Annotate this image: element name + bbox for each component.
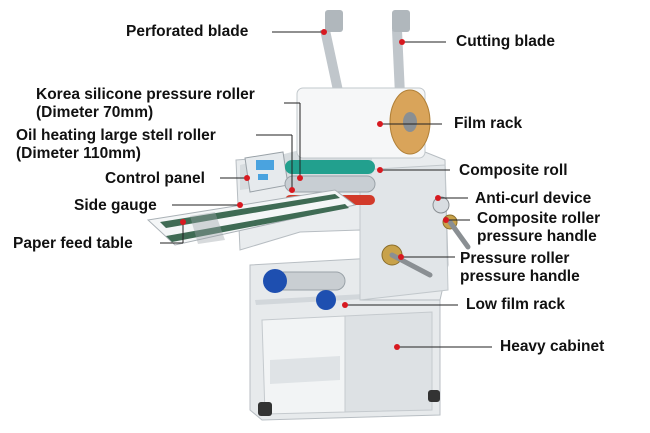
control-panel-graphic (244, 151, 289, 193)
label-film-rack: Film rack (454, 115, 523, 132)
label-korea-silicone-pressure-roller: Korea silicone pressure roller (Dimeter … (36, 86, 255, 122)
label-korea-roller-line-1: Korea silicone pressure roller (36, 86, 255, 103)
label-side-gauge: Side gauge (74, 197, 157, 214)
leader-lines (160, 31, 492, 348)
label-korea-roller-line-2: (Dimeter 70mm) (36, 104, 154, 121)
label-oil-roller-line-2: (Dimeter 110mm) (16, 145, 141, 162)
label-paper-feed-table: Paper feed table (13, 235, 133, 252)
pressure-handles-graphic (381, 196, 471, 278)
label-heavy-cabinet: Heavy cabinet (500, 338, 605, 355)
label-low-film-rack: Low film rack (466, 296, 566, 313)
label-composite-roll: Composite roll (459, 162, 568, 179)
paper-feed-table-graphic (146, 189, 357, 246)
label-pressure-handle-line-2: pressure handle (460, 268, 580, 285)
label-composite-roller-pressure-handle: Composite roller pressure handle (477, 210, 600, 246)
low-film-rack-graphic (263, 269, 346, 310)
label-control-panel: Control panel (105, 170, 205, 187)
label-composite-handle-line-2: pressure handle (477, 228, 597, 245)
label-anti-curl-device: Anti-curl device (475, 190, 592, 207)
label-oil-heating-large-steel-roller: Oil heating large stell roller (Dimeter … (16, 127, 216, 163)
marker-dots (180, 29, 449, 350)
label-composite-handle-line-1: Composite roller (477, 210, 601, 227)
label-perforated-blade: Perforated blade (126, 23, 249, 40)
label-pressure-handle-line-1: Pressure roller (460, 250, 570, 267)
label-cutting-blade: Cutting blade (456, 33, 556, 50)
film-rack-graphic (296, 10, 431, 159)
label-pressure-roller-pressure-handle: Pressure roller pressure handle (460, 250, 580, 286)
label-oil-roller-line-1: Oil heating large stell roller (16, 127, 216, 144)
